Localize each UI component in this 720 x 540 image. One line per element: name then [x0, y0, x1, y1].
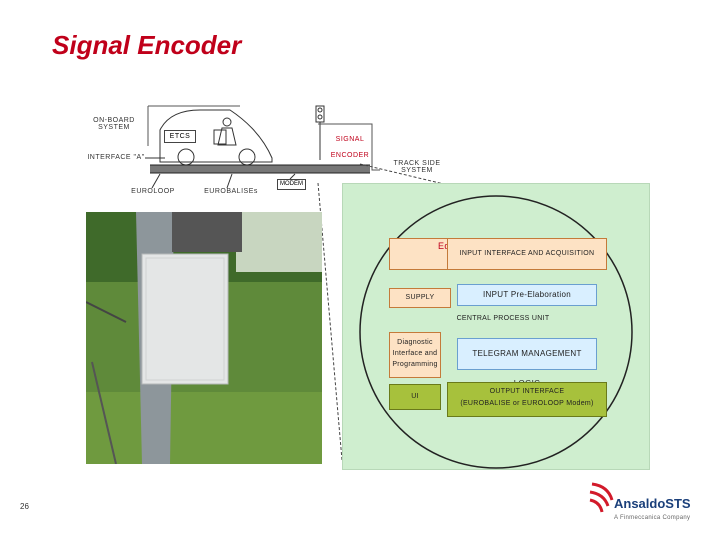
interface-label: INTERFACE "A" [87, 154, 145, 161]
output-interface-block: OUTPUT INTERFACE(EUROBALISE or EUROLOOP … [447, 382, 607, 417]
cpu-block: CENTRAL PROCESS UNIT [456, 315, 550, 322]
supply-block: SUPPLY [389, 288, 451, 308]
euroloop-label: EUROLOOP [131, 188, 175, 195]
logo-name: AnsaldoSTS [614, 496, 691, 511]
input-pre-block: INPUT Pre-Elaboration [457, 284, 597, 306]
input-interface-block: INPUT INTERFACE AND ACQUISITION [447, 238, 607, 270]
page-number: 26 [20, 502, 29, 511]
ansaldo-logo-icon [589, 482, 614, 513]
etcs-box: ETCS [164, 130, 196, 143]
encoder-architecture-panel: EdS INPUT INTERFACE AND ACQUISITION SUPP… [342, 183, 650, 470]
panel-outline [359, 195, 633, 469]
eurobalises-label: EUROBALISEs [204, 188, 258, 195]
encoder-photo [86, 212, 322, 464]
encoder-label: ENCODER [330, 152, 370, 159]
modem-box: MODEM [277, 179, 306, 190]
logo-tagline: A Finmeccanica Company [614, 515, 691, 521]
ui-block: UI [389, 384, 441, 410]
telegram-logic-block: TELEGRAM MANAGEMENT LOGIC [457, 338, 597, 388]
signal-label: SIGNAL [335, 136, 365, 143]
page-title: Signal Encoder [52, 30, 242, 60]
